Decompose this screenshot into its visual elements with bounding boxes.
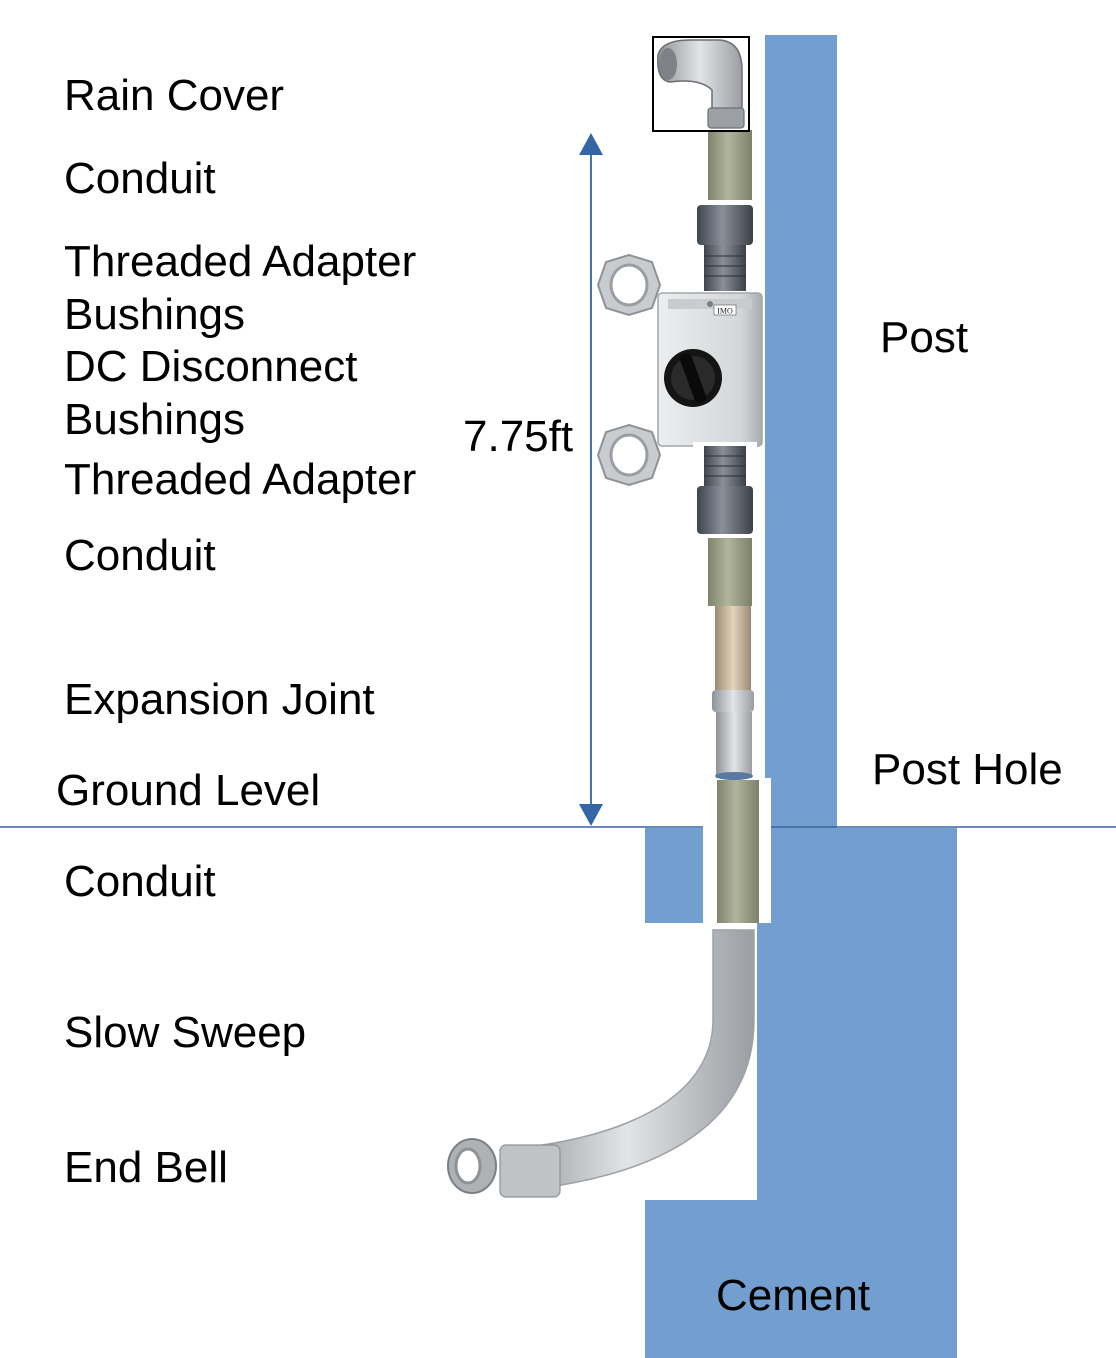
label-post-hole: Post Hole <box>872 745 1063 794</box>
label-cement: Cement <box>716 1271 870 1320</box>
expansion-joint <box>708 606 756 780</box>
disconnect-brand: IMO <box>717 307 733 316</box>
height-dimension <box>579 133 603 826</box>
label-threaded-adapter-top: Threaded Adapter <box>64 237 416 286</box>
bushing-bottom-icon <box>596 423 662 487</box>
label-bushings-bottom: Bushings <box>64 395 245 444</box>
label-dc-disconnect: DC Disconnect <box>64 342 357 391</box>
threaded-adapter-top <box>693 200 757 295</box>
bushing-top-icon <box>596 253 662 317</box>
cement-block <box>645 1200 957 1358</box>
label-rain-cover: Rain Cover <box>64 71 284 120</box>
post-hole-fill <box>757 828 957 1200</box>
label-ground-level: Ground Level <box>56 766 320 815</box>
rain-cover-icon <box>657 39 745 129</box>
label-expansion-joint: Expansion Joint <box>64 675 375 724</box>
end-bell-icon <box>447 1138 497 1194</box>
conduit-middle <box>708 538 752 606</box>
label-height: 7.75ft <box>463 412 573 461</box>
label-conduit-bottom: Conduit <box>64 857 216 906</box>
dc-disconnect: IMO <box>657 292 763 447</box>
slow-sweep <box>499 929 755 1198</box>
label-post: Post <box>880 313 968 362</box>
label-slow-sweep: Slow Sweep <box>64 1008 306 1057</box>
post-hole-left-fill <box>645 828 705 923</box>
conduit-bottom <box>717 780 759 923</box>
label-conduit-top: Conduit <box>64 154 216 203</box>
label-end-bell: End Bell <box>64 1143 228 1192</box>
label-bushings-top: Bushings <box>64 290 245 339</box>
label-conduit-middle: Conduit <box>64 531 216 580</box>
label-threaded-adapter-bottom: Threaded Adapter <box>64 455 416 504</box>
threaded-adapter-bottom <box>693 442 757 538</box>
conduit-top <box>708 130 752 205</box>
